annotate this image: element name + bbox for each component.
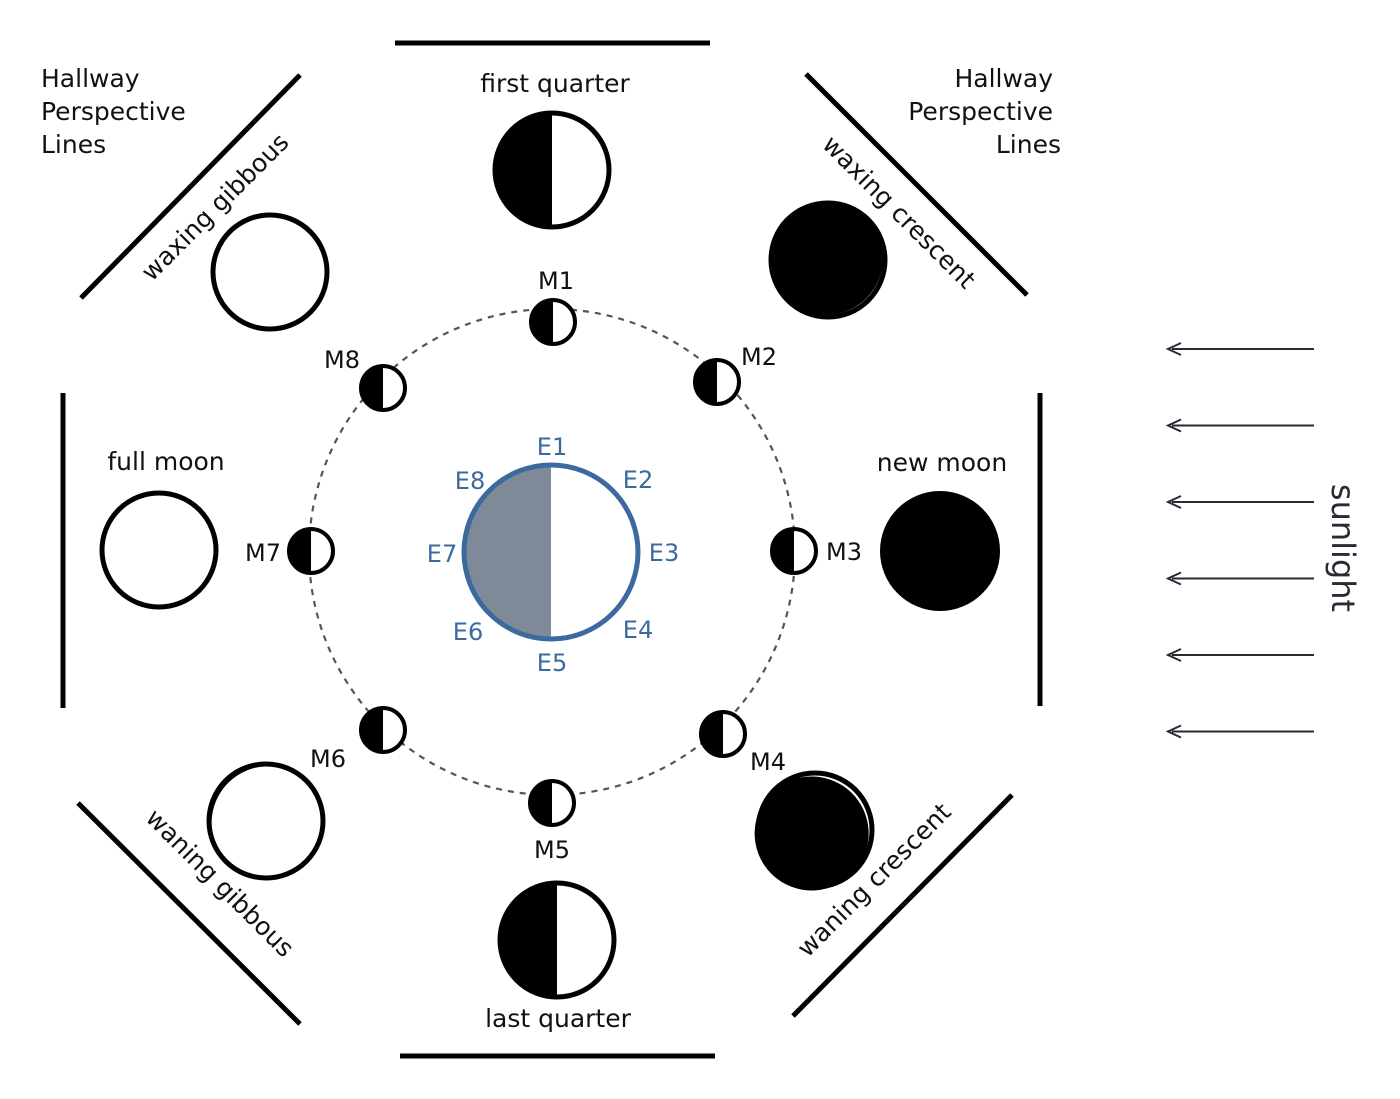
earth-label-e7: E7 bbox=[427, 540, 457, 568]
moon-label-m4: M4 bbox=[750, 748, 786, 776]
earth bbox=[461, 462, 641, 642]
earth-label-e2: E2 bbox=[623, 466, 653, 494]
earth-label-e8: E8 bbox=[455, 467, 485, 495]
moon-label-m8: M8 bbox=[324, 346, 360, 374]
hallway-walls bbox=[60, 40, 1043, 1059]
moon-label-m7: M7 bbox=[245, 539, 281, 567]
earth-label-e3: E3 bbox=[649, 539, 679, 567]
orbit-moon-m1 bbox=[529, 298, 577, 346]
moon-label-m6: M6 bbox=[310, 745, 346, 773]
phase-moons bbox=[99, 110, 1000, 1000]
hallway-right-line-2: Perspective bbox=[908, 97, 1053, 126]
hallway-right-line-3: Lines bbox=[996, 130, 1061, 159]
moon-label-m3: M3 bbox=[826, 538, 862, 566]
full-moon-moon bbox=[99, 490, 219, 610]
earth-position-labels: E1 E2 E3 E4 E5 E6 E7 E8 bbox=[427, 433, 679, 677]
earth-label-e1: E1 bbox=[537, 433, 567, 461]
orbit-moons bbox=[287, 298, 818, 827]
hallway-left-line-1: Hallway bbox=[41, 64, 140, 93]
sunlight-label: sunlight bbox=[1324, 484, 1362, 612]
moon-label-m2: M2 bbox=[741, 343, 777, 371]
hallway-right-line-1: Hallway bbox=[954, 64, 1053, 93]
orbit-moon-m4 bbox=[699, 710, 747, 758]
waning-gibbous-moon bbox=[206, 761, 326, 881]
earth-night-side bbox=[464, 465, 551, 639]
orbit-moon-m2 bbox=[693, 358, 741, 406]
label-full-moon: full moon bbox=[107, 447, 224, 476]
sunlight-arrow bbox=[1165, 648, 1314, 662]
sunlight-arrows bbox=[1165, 342, 1314, 739]
moon-label-m1: M1 bbox=[538, 267, 574, 295]
moon-label-m5: M5 bbox=[534, 836, 570, 864]
orbit-moon-m6 bbox=[359, 706, 407, 754]
earth-label-e4: E4 bbox=[623, 616, 653, 644]
wall-top-left bbox=[79, 73, 302, 300]
label-first-quarter: first quarter bbox=[480, 69, 630, 98]
new-moon-moon bbox=[880, 491, 1000, 611]
first-quarter-moon bbox=[492, 110, 612, 230]
sunlight-arrow bbox=[1165, 495, 1314, 509]
last-quarter-moon bbox=[497, 880, 617, 1000]
wall-bottom-right bbox=[791, 793, 1014, 1018]
sunlight-arrow bbox=[1165, 724, 1314, 739]
hallway-left-line-3: Lines bbox=[41, 130, 106, 159]
hallway-label-left: Hallway Perspective Lines bbox=[41, 64, 194, 159]
sunlight-arrow bbox=[1165, 418, 1314, 433]
waxing-gibbous-moon bbox=[210, 212, 330, 332]
sunlight-arrow bbox=[1165, 342, 1314, 356]
earth-label-e6: E6 bbox=[453, 618, 483, 646]
label-new-moon: new moon bbox=[877, 448, 1007, 477]
earth-outline bbox=[461, 462, 641, 642]
waxing-crescent-moon bbox=[768, 200, 888, 320]
orbit-moon-m8 bbox=[359, 364, 407, 412]
hallway-left-line-2: Perspective bbox=[41, 97, 186, 126]
orbit-moon-m3 bbox=[770, 527, 818, 575]
orbit-moon-m5 bbox=[528, 779, 576, 827]
sunlight-arrow bbox=[1165, 571, 1314, 586]
label-last-quarter: last quarter bbox=[485, 1004, 632, 1033]
hallway-label-right: Hallway Perspective Lines bbox=[908, 64, 1061, 159]
wall-bottom-left bbox=[76, 801, 302, 1026]
wall-top-right bbox=[804, 72, 1029, 297]
orbit-moon-m7 bbox=[287, 527, 335, 575]
earth-label-e5: E5 bbox=[537, 649, 567, 677]
waning-crescent-moon bbox=[754, 770, 875, 891]
